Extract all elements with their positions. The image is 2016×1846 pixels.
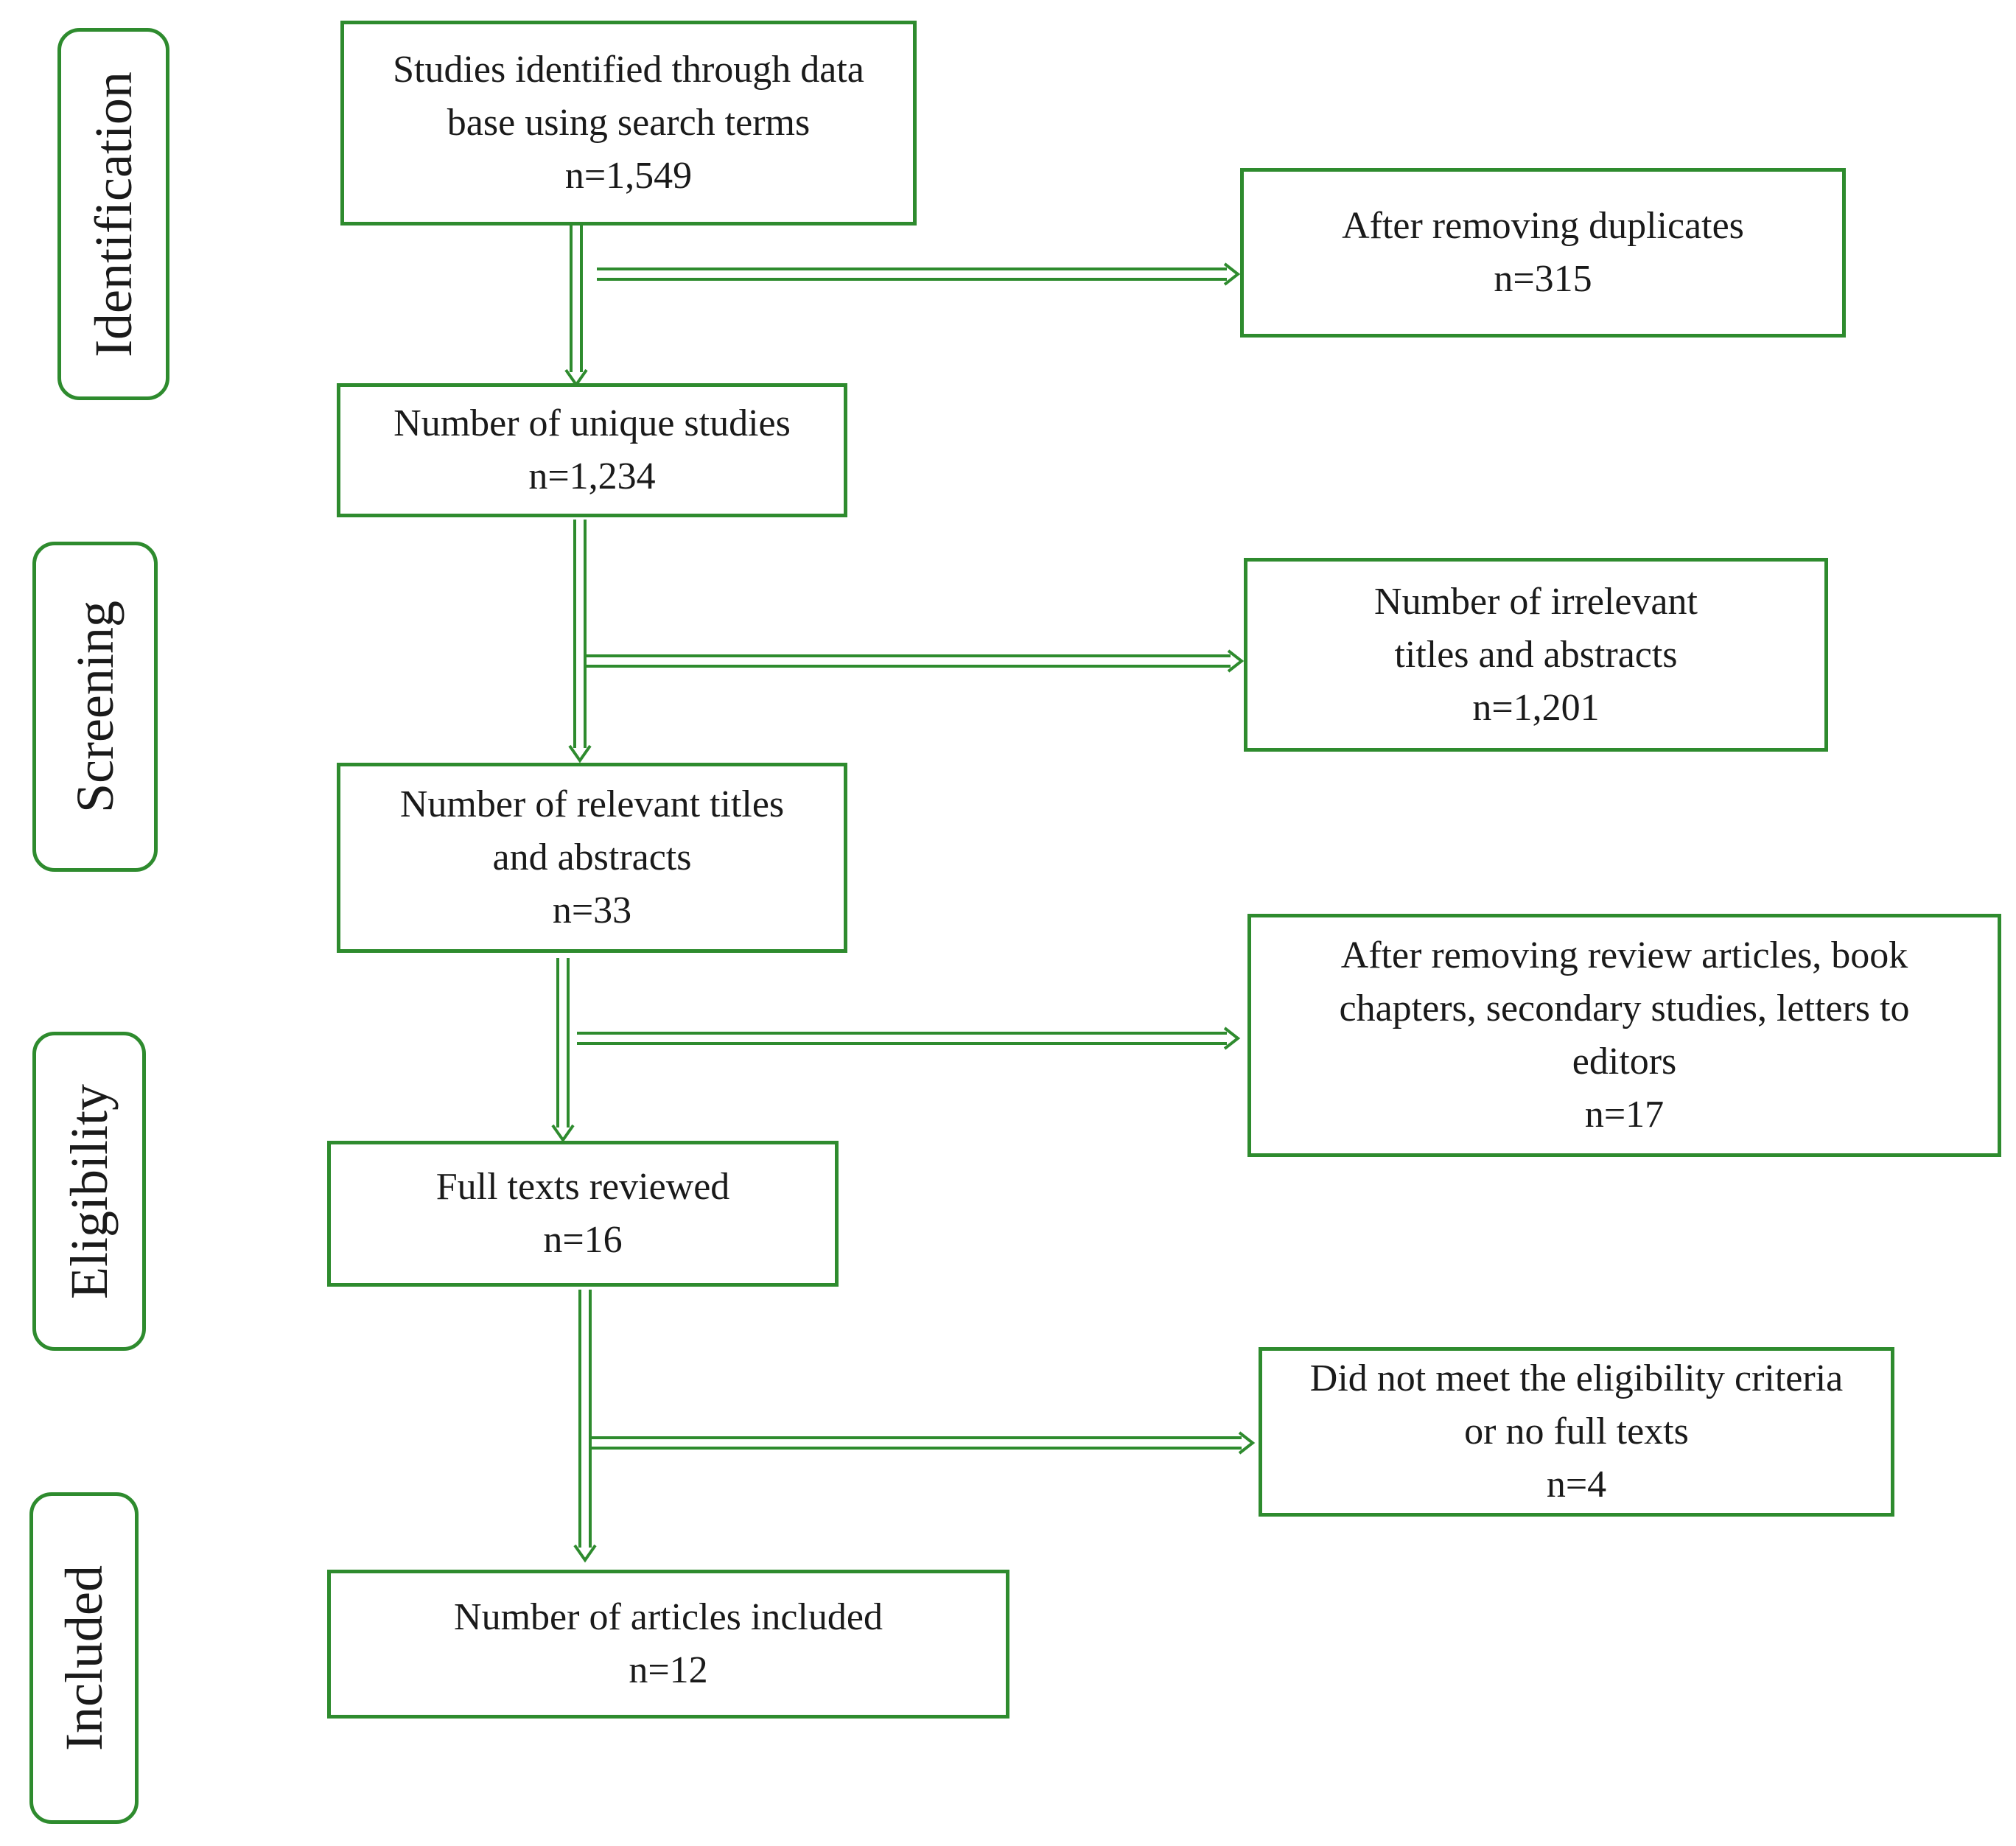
box-relevant-count: n=33 — [552, 889, 632, 931]
arrow-right-to-duplicates — [597, 262, 1241, 286]
arrow-down-fulltexts-to-included — [573, 1290, 597, 1563]
arrow-down-relevant-to-fulltexts — [551, 958, 575, 1143]
box-duplicates-count: n=315 — [1494, 258, 1592, 300]
box-removed-types-line-2: chapters, secondary studies, letters to — [1339, 987, 1910, 1029]
arrow-down-identified-to-unique — [564, 220, 588, 388]
box-included: Number of articles included n=12 — [327, 1570, 1009, 1719]
stage-identification-label: Identification — [84, 71, 143, 357]
box-relevant: Number of relevant titles and abstracts … — [337, 763, 847, 953]
box-not-eligible-count: n=4 — [1546, 1464, 1607, 1506]
box-unique-count: n=1,234 — [528, 455, 656, 497]
stage-included-label: Included — [55, 1565, 113, 1751]
arrow-right-to-irrelevant — [585, 649, 1245, 673]
arrow-right-to-removed-types — [577, 1027, 1241, 1050]
box-irrelevant-line-1: Number of irrelevant — [1374, 580, 1698, 623]
stage-eligibility-label: Eligibility — [60, 1083, 119, 1299]
stage-identification: Identification — [57, 28, 169, 400]
box-duplicates: After removing duplicates n=315 — [1240, 168, 1846, 338]
box-unique-line-1: Number of unique studies — [393, 402, 791, 444]
box-full-texts-line-1: Full texts reviewed — [435, 1166, 730, 1208]
arrow-down-unique-to-relevant — [568, 520, 592, 763]
box-irrelevant-line-2: titles and abstracts — [1394, 633, 1678, 676]
box-removed-types-count: n=17 — [1584, 1094, 1665, 1136]
box-removed-types: After removing review articles, book cha… — [1247, 914, 2001, 1157]
box-identified-line-1: Studies identified through data — [393, 49, 864, 91]
box-identified-line-2: base using search terms — [447, 102, 811, 144]
box-unique: Number of unique studies n=1,234 — [337, 383, 847, 517]
box-irrelevant-count: n=1,201 — [1472, 686, 1600, 729]
stage-eligibility: Eligibility — [32, 1032, 146, 1351]
box-not-eligible-line-2: or no full texts — [1464, 1410, 1689, 1452]
box-included-line-1: Number of articles included — [454, 1596, 883, 1638]
stage-screening: Screening — [32, 542, 158, 872]
box-duplicates-line-1: After removing duplicates — [1342, 205, 1744, 247]
box-included-count: n=12 — [629, 1649, 708, 1691]
box-full-texts: Full texts reviewed n=16 — [327, 1141, 839, 1287]
arrow-right-to-not-eligible — [590, 1431, 1256, 1455]
box-identified: Studies identified through data base usi… — [340, 21, 917, 225]
box-removed-types-line-3: editors — [1572, 1041, 1677, 1083]
box-relevant-line-2: and abstracts — [492, 836, 692, 878]
box-relevant-line-1: Number of relevant titles — [399, 783, 785, 825]
box-identified-count: n=1,549 — [564, 155, 693, 197]
box-not-eligible: Did not meet the eligibility criteria or… — [1259, 1347, 1894, 1517]
stage-included: Included — [29, 1492, 139, 1824]
box-full-texts-count: n=16 — [543, 1219, 623, 1261]
box-not-eligible-line-1: Did not meet the eligibility criteria — [1309, 1357, 1844, 1399]
stage-screening-label: Screening — [66, 601, 125, 813]
box-irrelevant: Number of irrelevant titles and abstract… — [1244, 558, 1828, 752]
box-removed-types-line-1: After removing review articles, book — [1340, 934, 1908, 976]
